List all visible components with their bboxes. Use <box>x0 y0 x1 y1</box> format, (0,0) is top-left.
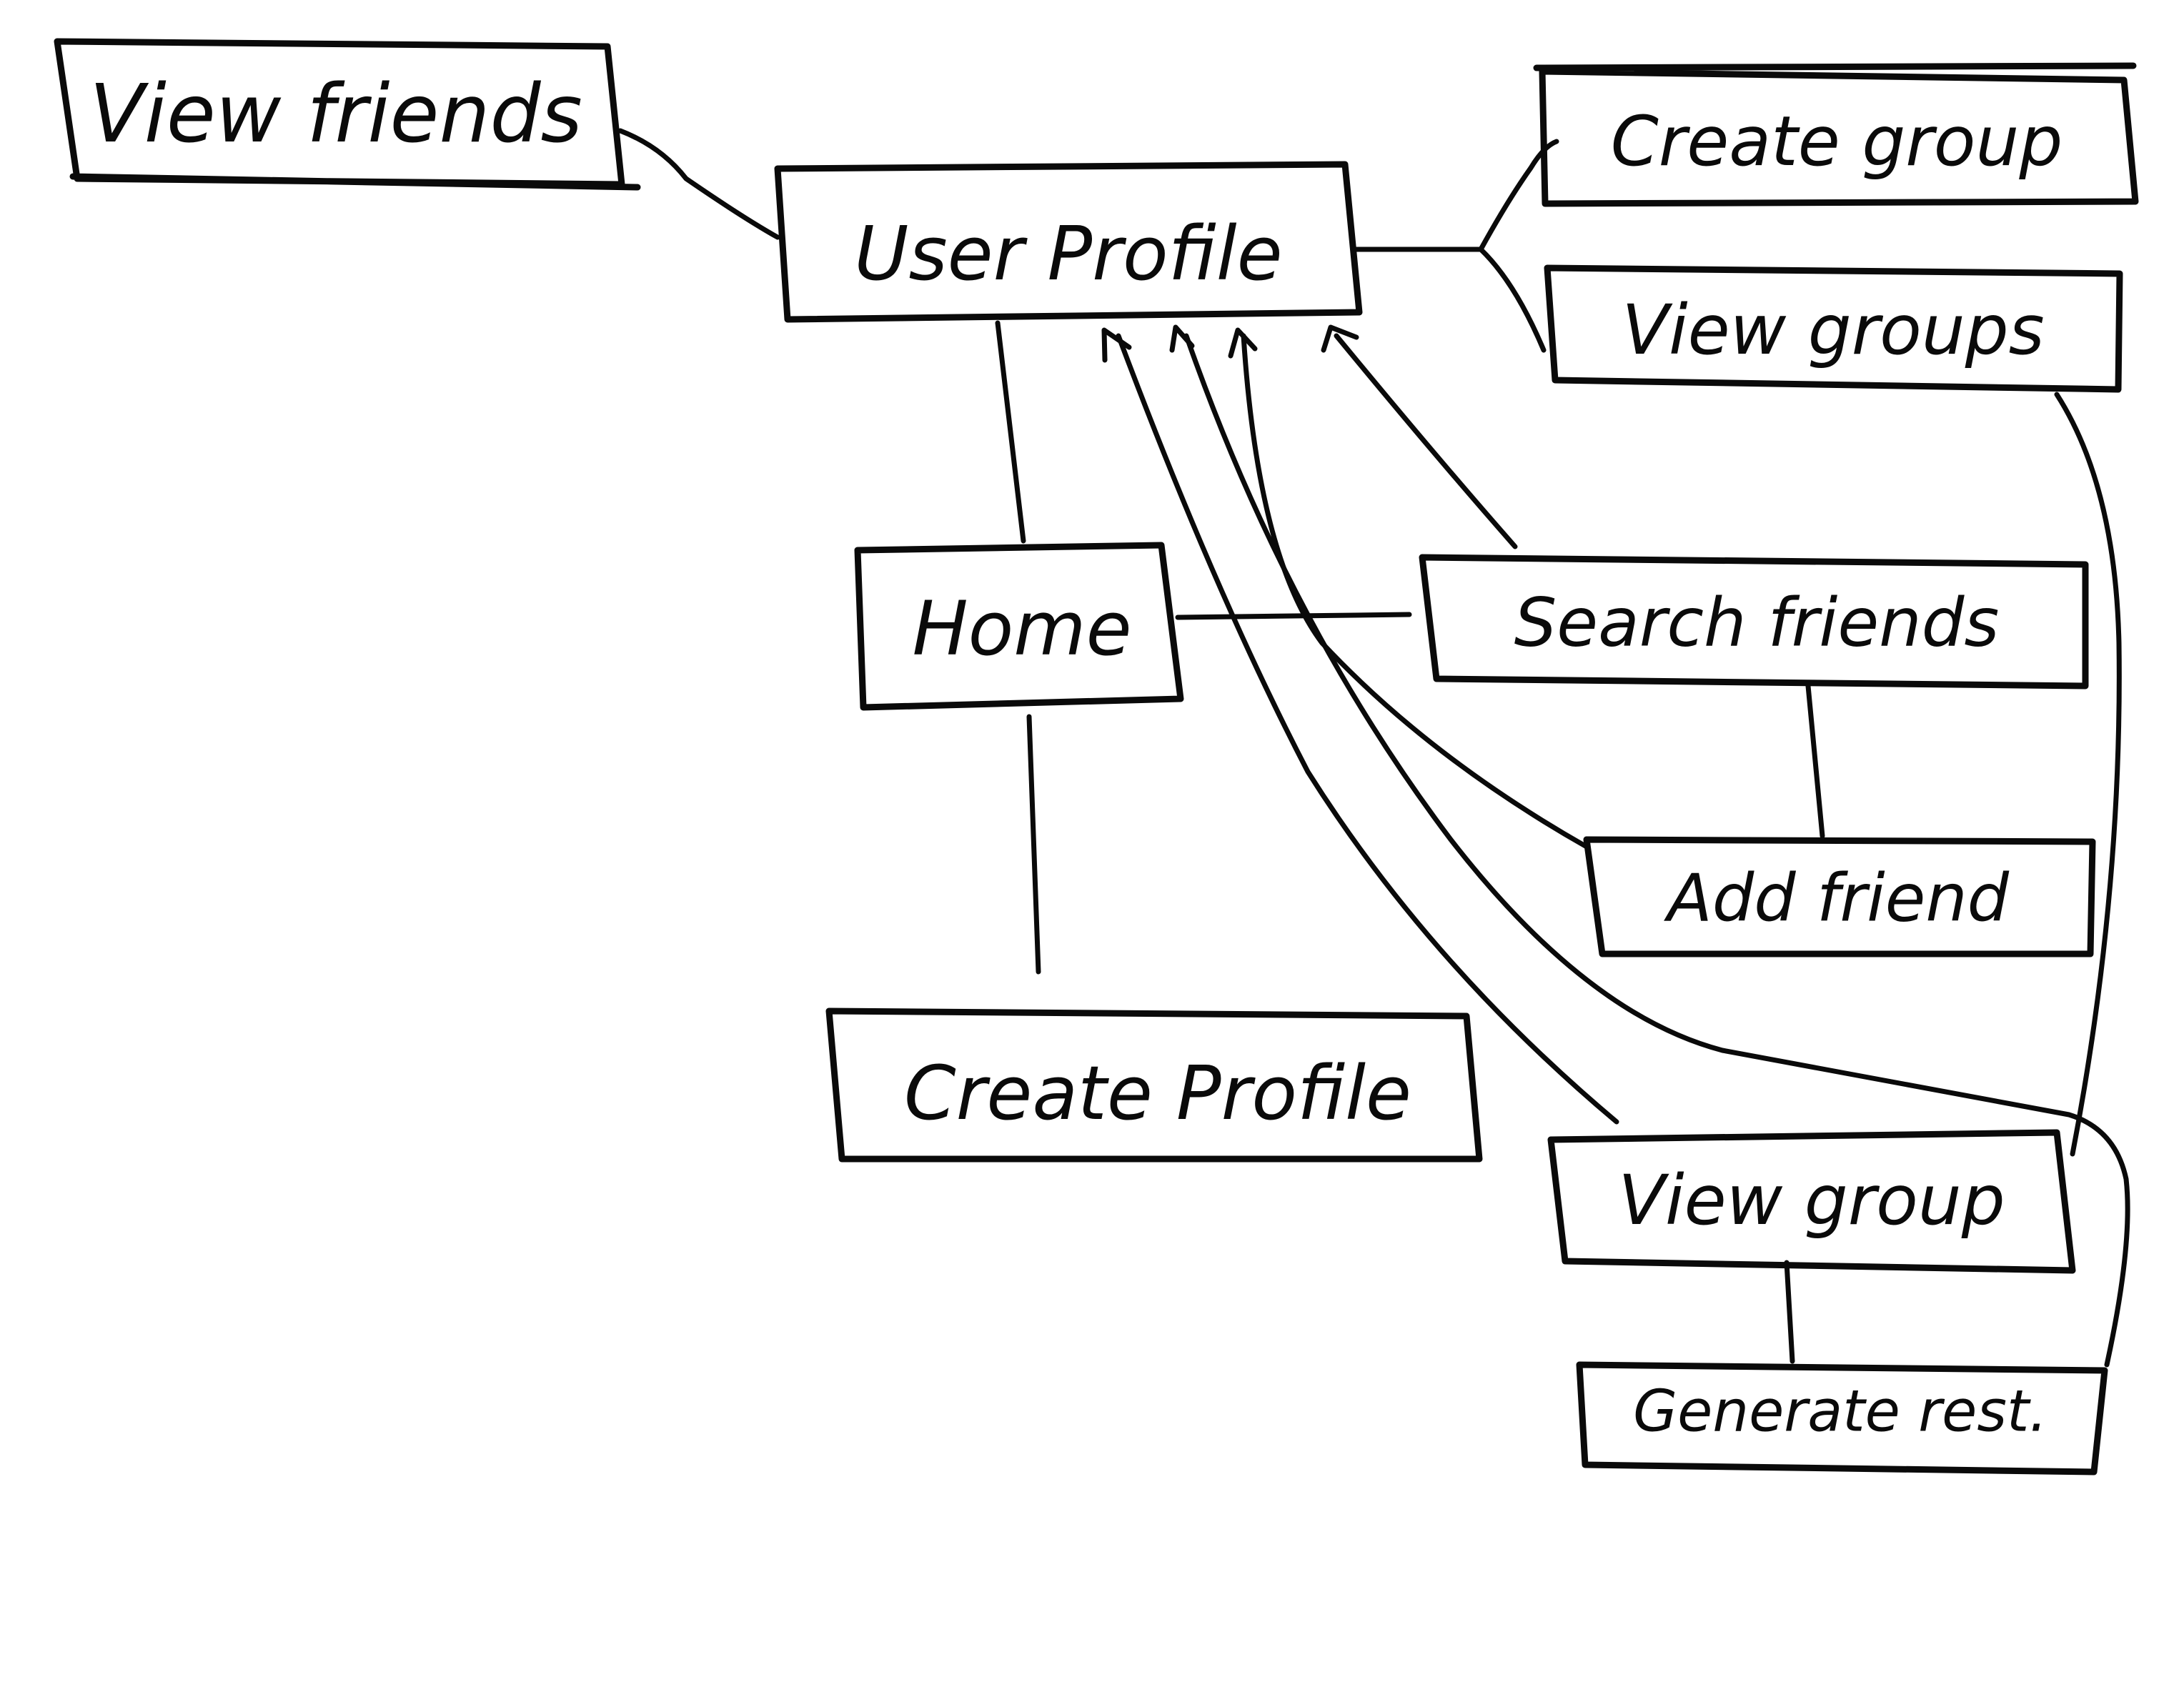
edge-home-search-friends <box>1175 612 1412 620</box>
connector-lines <box>617 128 2130 1368</box>
node-create-profile[interactable]: Create Profile <box>825 1007 1483 1163</box>
node-label: Add friend <box>1664 860 2010 937</box>
node-label: Create Profile <box>904 1050 1411 1137</box>
edge-view-groups-view-group <box>2054 392 2122 1157</box>
edge-search-friends-user-profile <box>1334 333 1518 549</box>
edge-search-friends-add-friend <box>1805 683 1825 839</box>
arrowhead-icon <box>1169 324 1195 353</box>
edge-home-create-profile <box>1026 714 1041 975</box>
arrowhead-icon <box>1101 327 1132 363</box>
node-label: Home <box>912 585 1131 672</box>
node-view-group[interactable]: View group <box>1547 1129 2076 1274</box>
node-create-group[interactable]: Create group <box>1533 62 2139 207</box>
node-generate-rest[interactable]: Generate rest. <box>1576 1361 2108 1475</box>
arrowhead-icon <box>1228 327 1258 359</box>
edge-generate-rest-user-profile <box>1183 333 2130 1368</box>
edge-view-group-generate-rest <box>1784 1260 1795 1364</box>
edge-user-profile-home <box>995 320 1026 544</box>
node-label: View group <box>1618 1160 2005 1240</box>
arrowhead-icon <box>1321 324 1359 353</box>
node-add-friend[interactable]: Add friend <box>1583 836 2096 957</box>
node-label: View friends <box>89 68 582 161</box>
node-home[interactable]: Home <box>854 542 1184 711</box>
arrowheads <box>1101 324 1359 363</box>
node-user-profile[interactable]: User Profile <box>774 161 1363 323</box>
node-label: Search friends <box>1514 584 2000 662</box>
edge-view-friends-user-profile <box>617 128 780 240</box>
node-view-groups[interactable]: View groups <box>1544 264 2123 393</box>
node-label: Generate rest. <box>1633 1378 2047 1445</box>
node-label: View groups <box>1622 290 2044 370</box>
edge-view-group-user-profile <box>1116 333 1619 1125</box>
node-search-friends[interactable]: Search friends <box>1419 554 2089 690</box>
node-label: User Profile <box>854 210 1282 297</box>
node-label: Create group <box>1611 101 2063 181</box>
node-view-friends[interactable]: View friends <box>54 38 641 191</box>
edge-branch-view-groups <box>1478 247 1547 353</box>
